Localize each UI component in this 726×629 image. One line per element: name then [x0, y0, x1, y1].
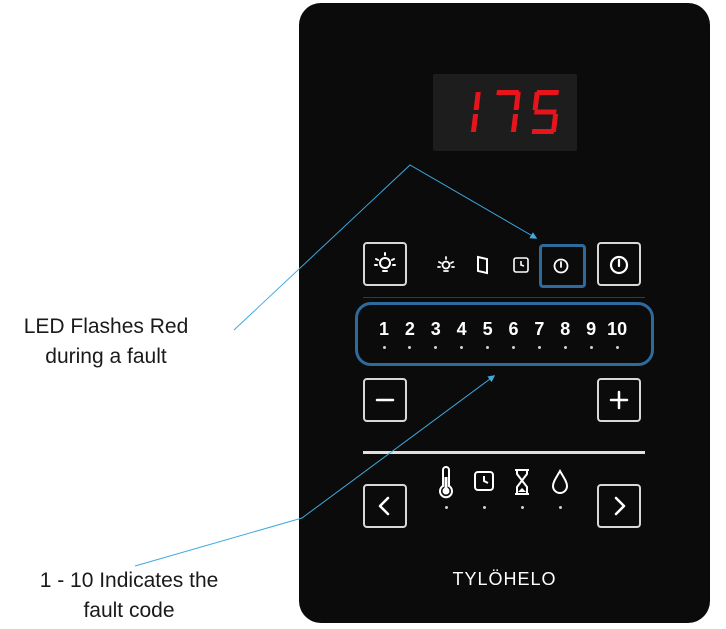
display-digit: [531, 90, 559, 134]
door-icon: [477, 255, 488, 275]
level-dot: [512, 346, 515, 349]
plus-button[interactable]: [597, 378, 641, 422]
thermometer-icon: [439, 466, 453, 499]
level-dot: [563, 346, 567, 349]
callout-led-line-2: during a fault: [45, 345, 167, 368]
power-button[interactable]: [597, 242, 641, 286]
timer-clock-icon: [474, 471, 494, 491]
light-icon: [374, 252, 396, 272]
seven-segment-readout: [470, 90, 559, 134]
previous-button[interactable]: [363, 484, 407, 528]
fault-code-highlight-box: [355, 302, 654, 366]
display-digit: [496, 90, 521, 132]
top-divider: [363, 297, 645, 298]
chevron-right-icon: [614, 496, 626, 516]
bottom-indicator-dot: [482, 506, 486, 509]
callout-fault-line-2: fault code: [83, 599, 175, 622]
level-number: 7: [534, 319, 545, 339]
callout-fault-line-1: 1 - 10 Indicates the: [39, 569, 219, 592]
level-dot: [486, 346, 490, 349]
level-dot: [382, 346, 386, 349]
clock-indicator-icon: [513, 257, 529, 273]
minus-icon: [375, 398, 395, 402]
temperature-display: [433, 74, 577, 151]
level-number: 4: [456, 319, 467, 339]
level-dot: [589, 346, 593, 349]
light-button[interactable]: [363, 242, 407, 286]
level-number: 3: [430, 319, 441, 339]
bottom-indicator-dot: [444, 506, 448, 509]
level-number: 9: [586, 319, 597, 339]
level-number: 8: [560, 319, 571, 339]
plus-icon: [609, 390, 629, 410]
level-dot: [460, 346, 464, 349]
minus-button[interactable]: [363, 378, 407, 422]
callout-fault-code: 1 - 10 Indicates the fault code: [14, 566, 244, 626]
level-dot: [434, 346, 438, 349]
level-number: 2: [404, 319, 415, 339]
power-icon: [609, 255, 629, 275]
light-indicator-icon: [437, 256, 455, 272]
bottom-indicator-dot: [520, 506, 524, 509]
fault-leader-line: [134, 375, 496, 567]
level-number: 1: [378, 319, 389, 339]
drop-icon: [551, 468, 569, 494]
chevron-left-icon: [378, 496, 390, 516]
led-highlight-box: [539, 244, 586, 288]
brand-logo: TYLÖHELO: [452, 569, 557, 589]
power-indicator-icon: [553, 258, 569, 274]
level-number: 10: [607, 319, 628, 339]
next-button[interactable]: [597, 484, 641, 528]
level-dot: [537, 346, 541, 349]
level-dot: [408, 346, 412, 349]
bottom-indicator-dot: [558, 506, 562, 509]
led-leader-line: [233, 164, 538, 331]
level-number: 6: [508, 319, 519, 339]
callout-led-fault: LED Flashes Red during a fault: [0, 312, 212, 372]
callout-led-line-1: LED Flashes Red: [23, 315, 189, 338]
level-dot: [615, 346, 619, 349]
display-digit: [470, 92, 481, 132]
level-number: 5: [482, 319, 493, 339]
hourglass-icon: [515, 469, 529, 495]
main-divider: [363, 451, 645, 454]
